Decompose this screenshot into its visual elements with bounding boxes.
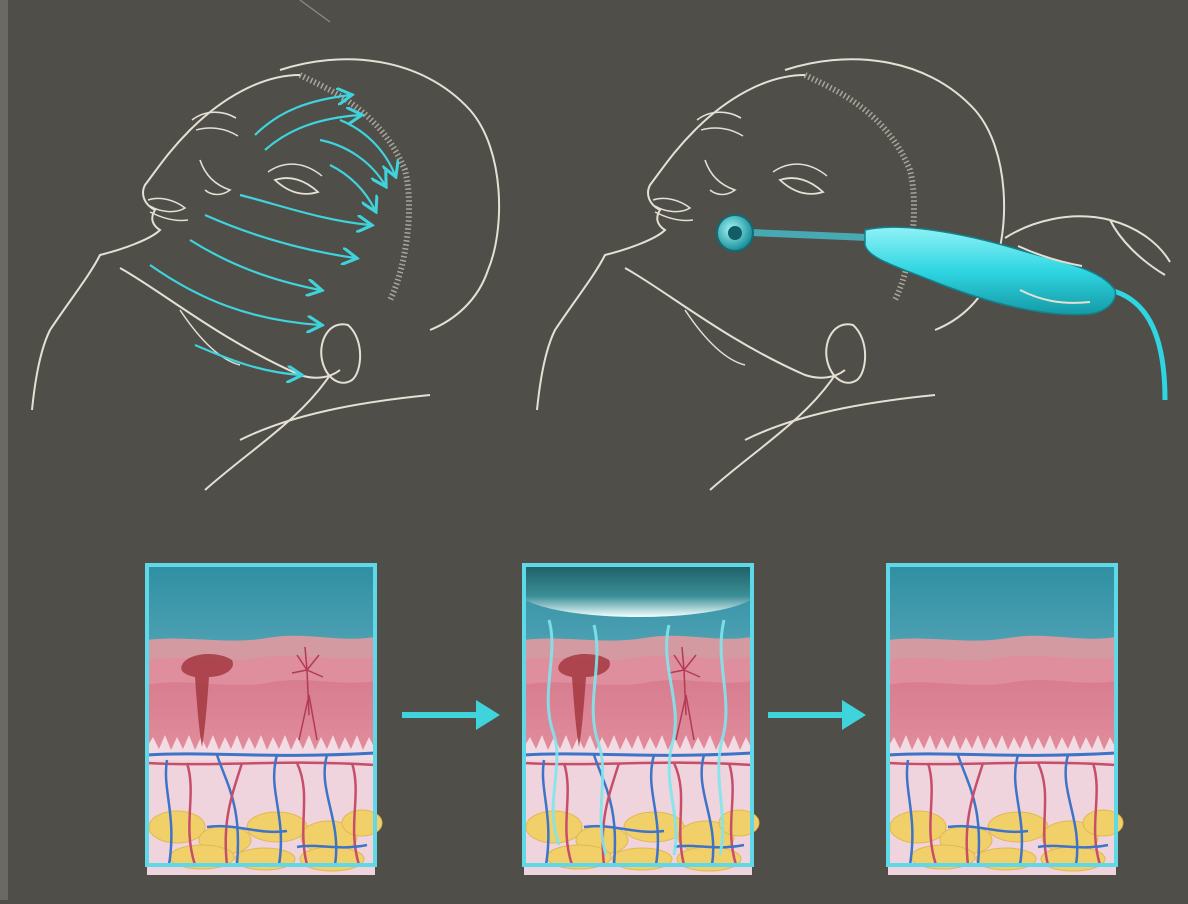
flow-arrow-2 bbox=[768, 700, 866, 730]
skin-panel-after bbox=[888, 565, 1123, 875]
skin-panel-during bbox=[524, 565, 759, 875]
corner-accent bbox=[300, 0, 330, 22]
skin-panel-before bbox=[147, 565, 382, 875]
device-cable bbox=[1110, 290, 1165, 400]
slide-edge bbox=[0, 0, 8, 900]
massage-arrows bbox=[150, 95, 395, 375]
flow-arrow-1 bbox=[402, 700, 500, 730]
device-shaft bbox=[740, 232, 880, 238]
device-treatment-illustration bbox=[537, 59, 1170, 490]
massage-illustration bbox=[32, 59, 499, 490]
electrode-plate bbox=[524, 565, 752, 617]
